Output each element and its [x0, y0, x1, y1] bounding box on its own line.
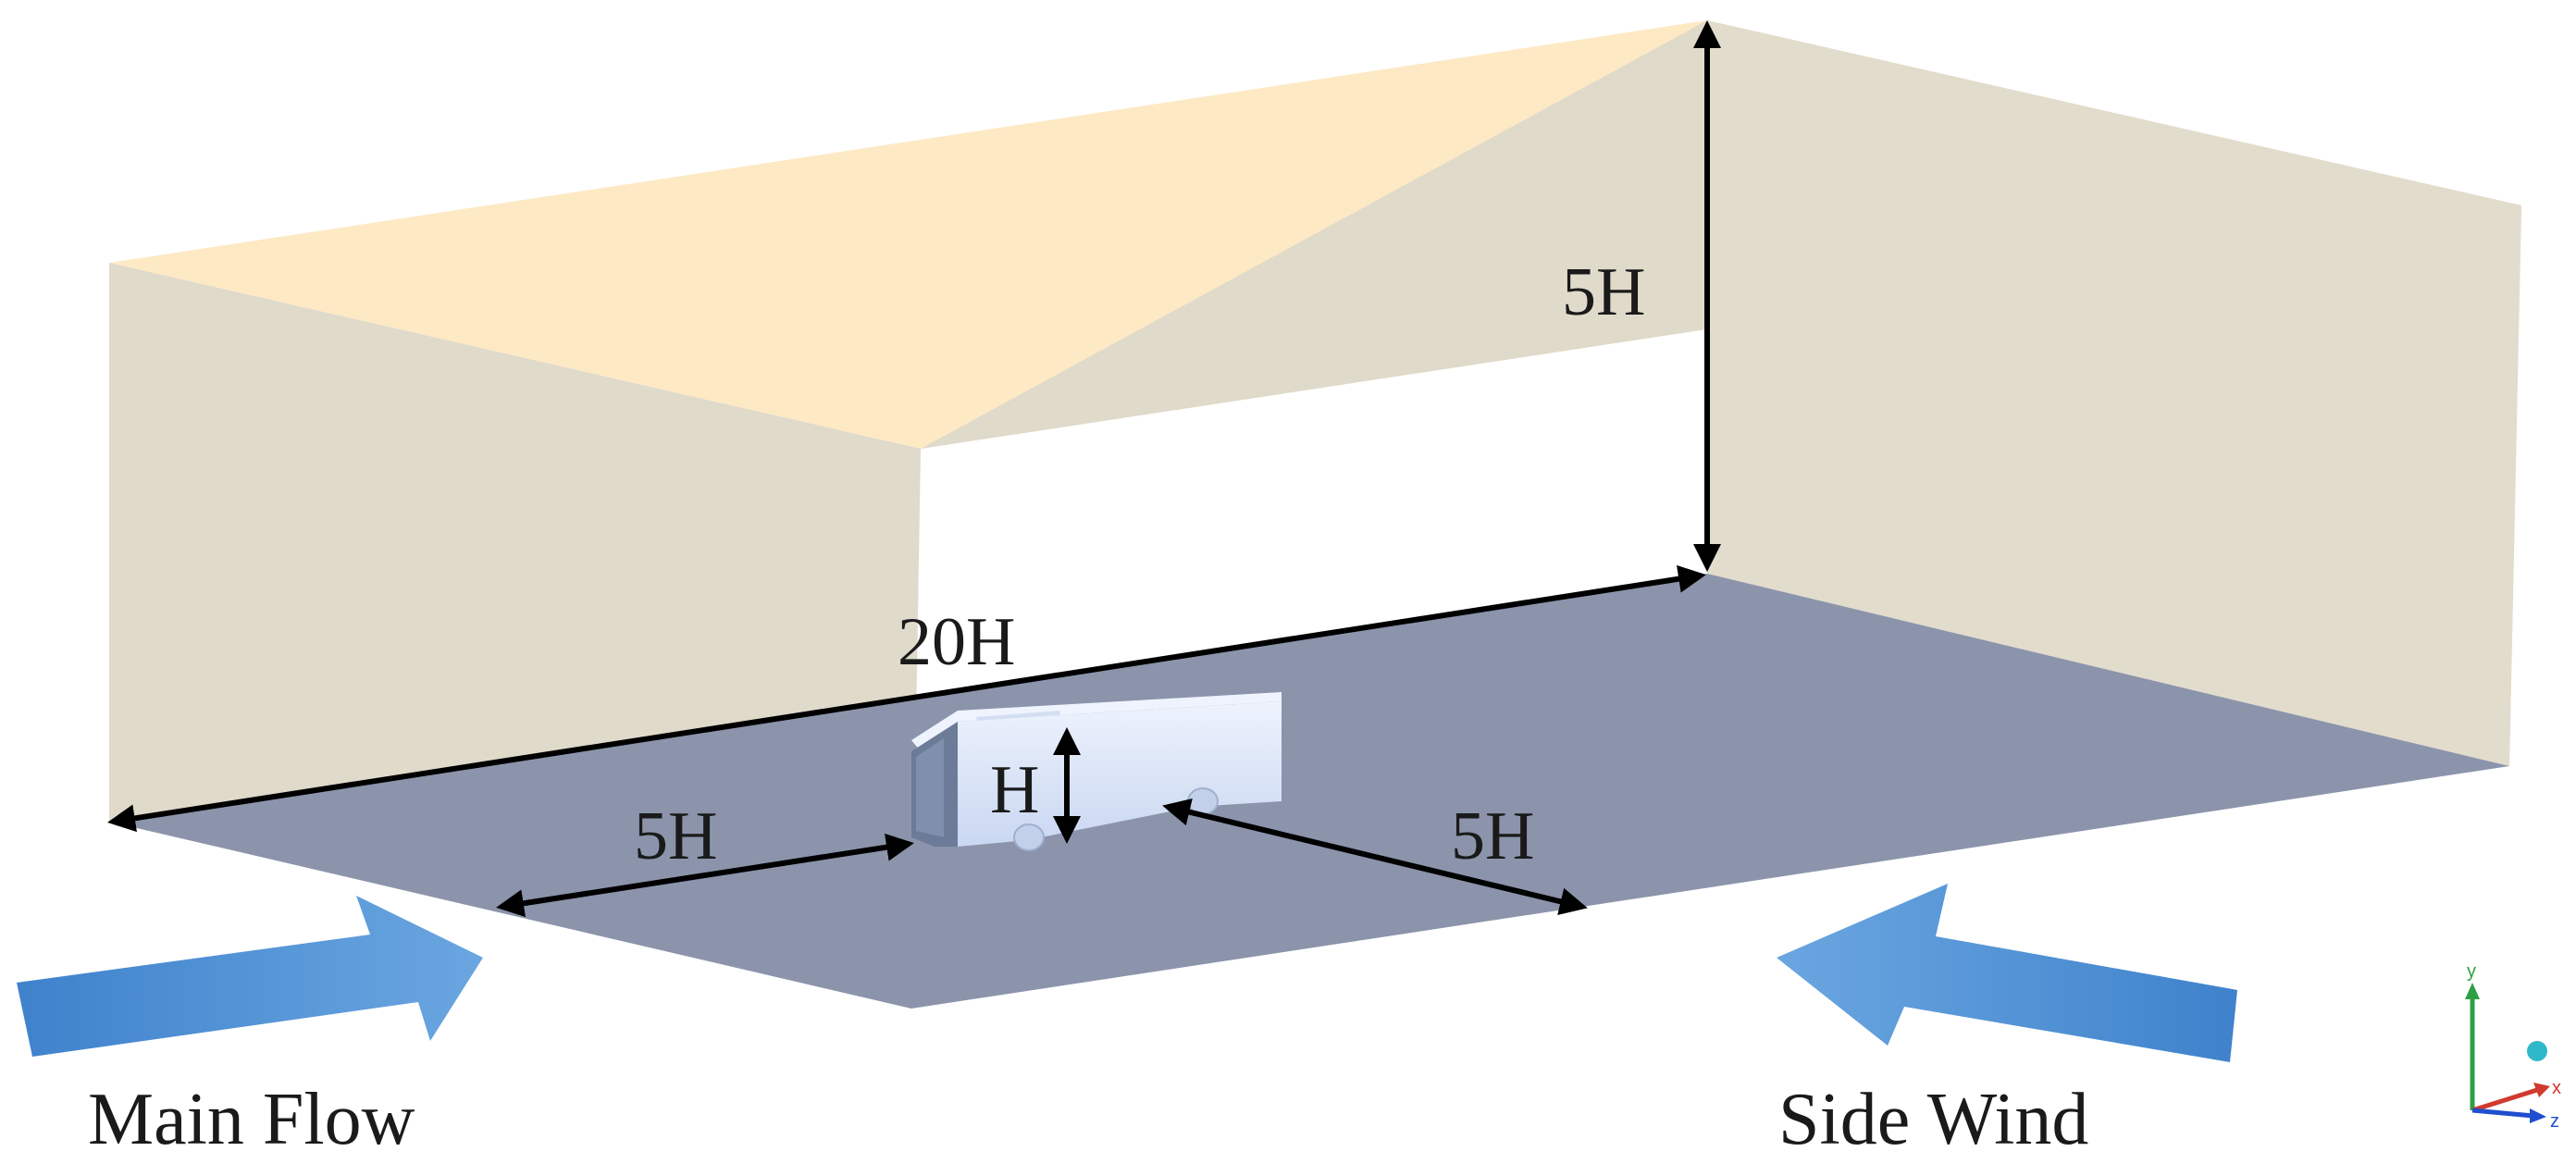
label-height: 5H [1562, 254, 1645, 330]
label-length: 20H [898, 604, 1015, 680]
domain-back-wall-right [1707, 20, 2521, 766]
z-axis [2471, 1108, 2534, 1119]
axis-triad: y x z [2465, 961, 2561, 1132]
main-flow-arrow [17, 896, 483, 1057]
label-upstream: 5H [634, 798, 717, 874]
side-wind-label: Side Wind [1778, 1079, 2088, 1160]
side-wind-arrow [1777, 884, 2237, 1062]
y-axis-head [2465, 983, 2480, 999]
label-vehicle-height: H [990, 752, 1039, 828]
x-axis [2471, 1087, 2538, 1113]
x-axis-label: x [2552, 1078, 2561, 1098]
label-downstream: 5H [1451, 798, 1534, 874]
view-orientation-sphere [2527, 1041, 2547, 1061]
main-flow-label: Main Flow [88, 1079, 415, 1160]
dim-line-upstream [496, 833, 914, 918]
z-axis-head [2530, 1108, 2546, 1123]
x-axis-head [2533, 1083, 2550, 1097]
bus-wheel-front [1013, 823, 1045, 851]
y-axis-label: y [2467, 961, 2476, 982]
dim-line-length [107, 564, 1706, 833]
dim-line-downstream [1162, 798, 1588, 915]
z-axis-label: z [2550, 1111, 2559, 1132]
